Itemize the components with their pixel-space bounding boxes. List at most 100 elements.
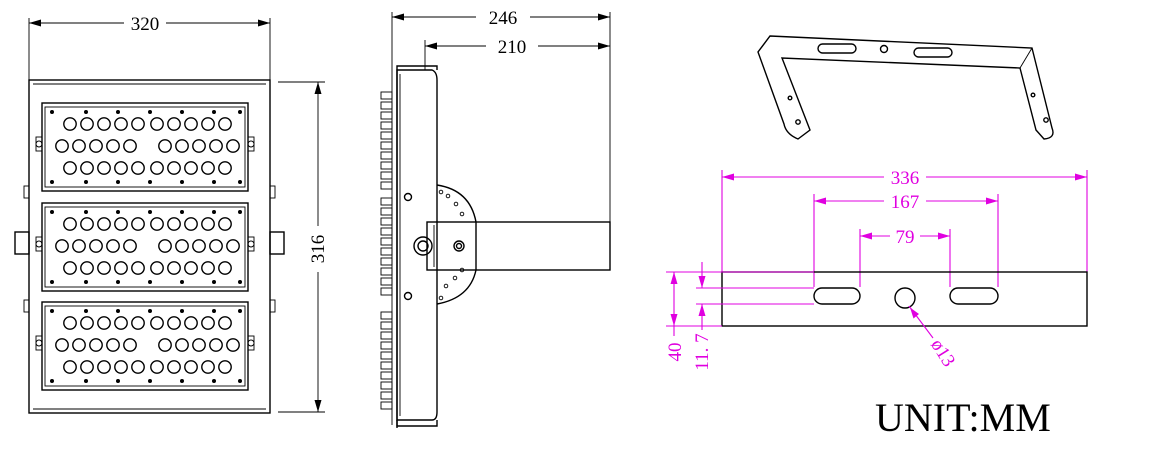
center-hole — [894, 287, 916, 309]
led-lens — [97, 217, 111, 231]
led-lens — [226, 139, 240, 153]
led-lens — [123, 139, 137, 153]
led-lens — [218, 316, 232, 330]
led-lens — [192, 139, 206, 153]
led-lens — [89, 139, 103, 153]
led-lens — [218, 360, 232, 374]
led-lens — [89, 338, 103, 352]
led-lens — [97, 316, 111, 330]
front-height-label: 316 — [308, 235, 329, 264]
led-lens — [158, 338, 172, 352]
led-lens — [114, 360, 128, 374]
led-lens — [80, 261, 94, 275]
led-lens — [97, 161, 111, 175]
led-lens — [209, 139, 223, 153]
bracket-height-label: 40 — [665, 343, 686, 362]
led-lens — [123, 338, 137, 352]
led-lens — [175, 338, 189, 352]
slot-offset-label: 11. 7 — [692, 333, 713, 370]
led-lens — [167, 161, 181, 175]
led-lens — [80, 117, 94, 131]
led-lens — [114, 161, 128, 175]
bracket-height-dimension: 40 11. 7 — [665, 262, 814, 371]
led-lens — [192, 239, 206, 253]
led-lens — [201, 117, 215, 131]
led-lens — [72, 338, 86, 352]
led-lens — [80, 360, 94, 374]
led-lens — [192, 338, 206, 352]
led-lens — [63, 261, 77, 275]
led-lens — [55, 239, 69, 253]
led-lens — [63, 316, 77, 330]
led-lens — [218, 117, 232, 131]
led-lens — [167, 217, 181, 231]
right-slot — [949, 287, 999, 305]
led-lens — [106, 338, 120, 352]
led-lens — [80, 161, 94, 175]
led-lens — [184, 360, 198, 374]
led-lens — [184, 117, 198, 131]
led-lens — [184, 217, 198, 231]
led-lens — [201, 316, 215, 330]
led-lens — [55, 338, 69, 352]
led-lens — [150, 360, 164, 374]
led-lens — [218, 161, 232, 175]
heatsink-fins — [380, 91, 393, 410]
bracket-depth-dimension: 210 — [424, 37, 610, 70]
led-modules — [35, 102, 255, 391]
led-lens — [184, 261, 198, 275]
led-lens — [97, 360, 111, 374]
led-lens — [201, 217, 215, 231]
led-lens — [184, 316, 198, 330]
side-view: 246 210 — [380, 8, 611, 428]
led-lens — [72, 239, 86, 253]
bracket-depth-label: 210 — [498, 37, 527, 58]
rotary-plate — [436, 184, 477, 305]
left-ear — [14, 231, 30, 255]
unit-label: UNIT:MM — [875, 395, 1051, 440]
led-module — [35, 301, 255, 391]
led-lens — [114, 261, 128, 275]
led-lens — [114, 217, 128, 231]
led-lens — [55, 139, 69, 153]
led-lens — [184, 161, 198, 175]
led-lens — [175, 139, 189, 153]
led-lens — [150, 117, 164, 131]
led-module — [35, 202, 255, 292]
overall-depth-label: 246 — [489, 8, 518, 29]
led-lens — [97, 117, 111, 131]
led-lens — [106, 139, 120, 153]
bracket-arm — [426, 221, 611, 271]
led-lens — [209, 338, 223, 352]
front-view: 320 316 — [14, 14, 329, 414]
bracket-length-label: 336 — [891, 168, 920, 189]
led-lens — [63, 217, 77, 231]
slot-span-label: 167 — [891, 192, 920, 213]
slot-gap-label: 79 — [896, 227, 915, 248]
led-lens — [150, 161, 164, 175]
led-lens — [218, 217, 232, 231]
led-lens — [80, 316, 94, 330]
led-lens — [63, 360, 77, 374]
led-lens — [201, 161, 215, 175]
bracket-length-dimension: 336 — [721, 168, 1088, 272]
led-lens — [226, 338, 240, 352]
front-width-dimension: 320 — [28, 14, 271, 80]
overall-depth-dimension: 246 — [391, 8, 611, 222]
led-lens — [209, 239, 223, 253]
led-lens — [158, 239, 172, 253]
bracket-isometric — [757, 35, 1054, 140]
led-lens — [167, 117, 181, 131]
led-lens — [123, 239, 137, 253]
led-lens — [175, 239, 189, 253]
pivot-knob — [413, 236, 433, 256]
led-lens — [150, 217, 164, 231]
led-lens — [63, 161, 77, 175]
led-lens — [167, 360, 181, 374]
led-lens — [72, 139, 86, 153]
led-lens — [218, 261, 232, 275]
front-height-dimension: 316 — [278, 81, 329, 413]
led-lens — [131, 316, 145, 330]
right-ear — [269, 231, 285, 255]
